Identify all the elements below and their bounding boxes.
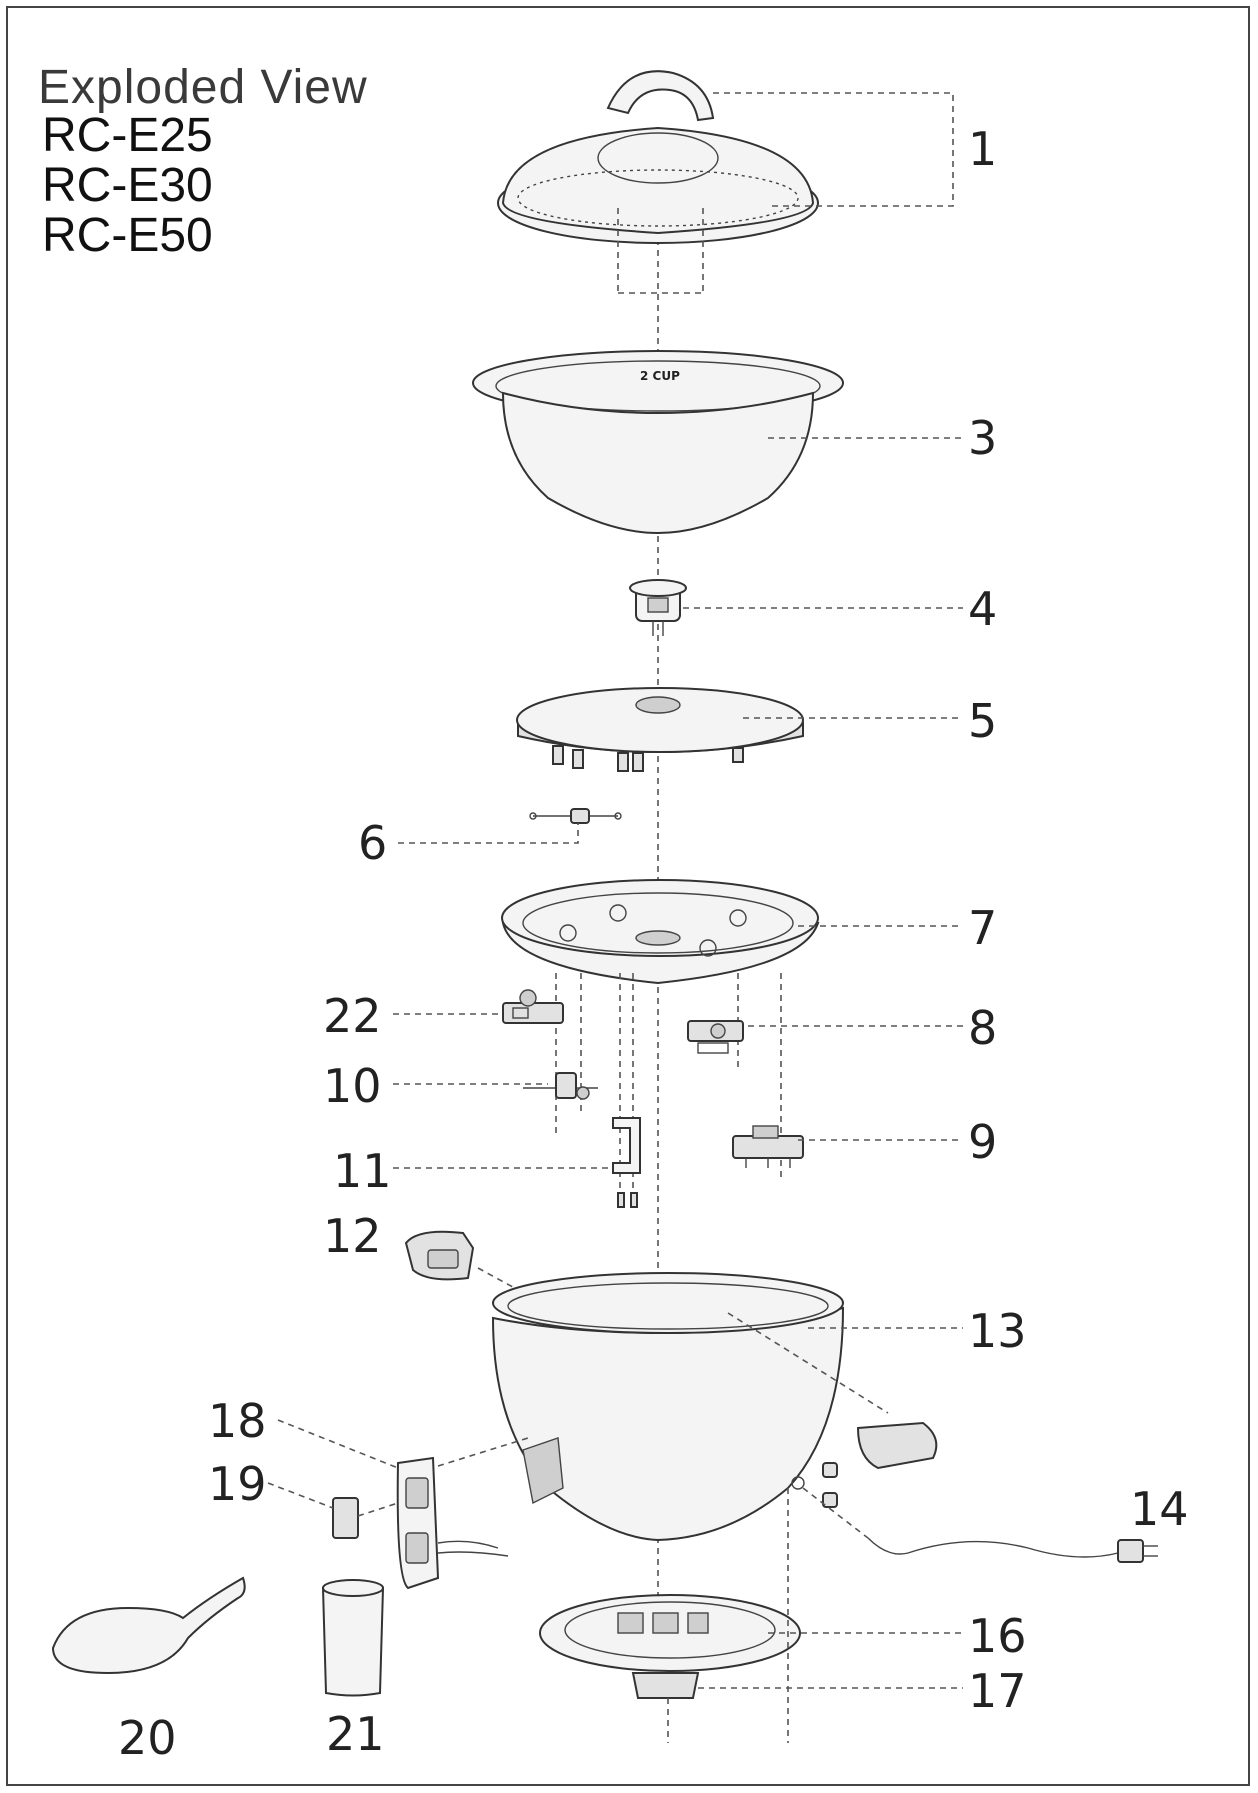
callout-10: 10 xyxy=(323,1063,382,1109)
exploded-diagram-drawing: 2 CUP xyxy=(8,8,1252,1788)
callout-11: 11 xyxy=(333,1148,392,1194)
indicator-lens-part xyxy=(333,1498,358,1538)
callout-20: 20 xyxy=(118,1715,177,1761)
lid-handle xyxy=(608,71,713,120)
rice-spoon-part xyxy=(53,1578,245,1673)
control-panel-part xyxy=(398,1458,508,1588)
base-plate-part xyxy=(540,1595,800,1671)
callout-18: 18 xyxy=(208,1398,267,1444)
callout-9: 9 xyxy=(968,1119,997,1165)
fuse-part xyxy=(530,809,621,823)
terminal-block-part xyxy=(733,1126,803,1168)
base-foot-part xyxy=(633,1673,698,1698)
heating-plate-part xyxy=(517,688,803,771)
callout-21: 21 xyxy=(326,1711,385,1757)
outer-body-part xyxy=(493,1273,843,1540)
lever-part xyxy=(523,1073,598,1099)
callout-8: 8 xyxy=(968,1005,997,1051)
inner-pot-marking: 2 CUP xyxy=(640,369,680,383)
leader-19 xyxy=(268,1483,333,1508)
callout-4: 4 xyxy=(968,586,997,632)
power-cord-part xyxy=(823,1463,1158,1562)
leader-6 xyxy=(398,823,578,843)
callout-17: 17 xyxy=(968,1668,1027,1714)
switch-8-part xyxy=(688,1021,743,1053)
lid-assembly-part xyxy=(498,71,818,293)
handle-right-part xyxy=(858,1423,936,1468)
callout-19: 19 xyxy=(208,1461,267,1507)
callout-6: 6 xyxy=(358,820,387,866)
callout-13: 13 xyxy=(968,1308,1027,1354)
callout-12: 12 xyxy=(323,1213,382,1259)
callout-7: 7 xyxy=(968,905,997,951)
callout-5: 5 xyxy=(968,698,997,744)
bracket-part xyxy=(613,1118,640,1207)
reflector-pan-part xyxy=(502,880,818,983)
callout-3: 3 xyxy=(968,415,997,461)
handle-left-part xyxy=(406,1232,473,1280)
diagram-page: Exploded View RC-E25 RC-E30 RC-E50 2 CUP xyxy=(6,6,1250,1786)
switch-22-part xyxy=(503,990,563,1023)
measuring-cup-part xyxy=(323,1580,383,1696)
callout-1: 1 xyxy=(968,126,997,172)
leader-18 xyxy=(278,1420,398,1468)
callout-16: 16 xyxy=(968,1613,1027,1659)
callout-22: 22 xyxy=(323,993,382,1039)
callout-14: 14 xyxy=(1130,1486,1189,1532)
